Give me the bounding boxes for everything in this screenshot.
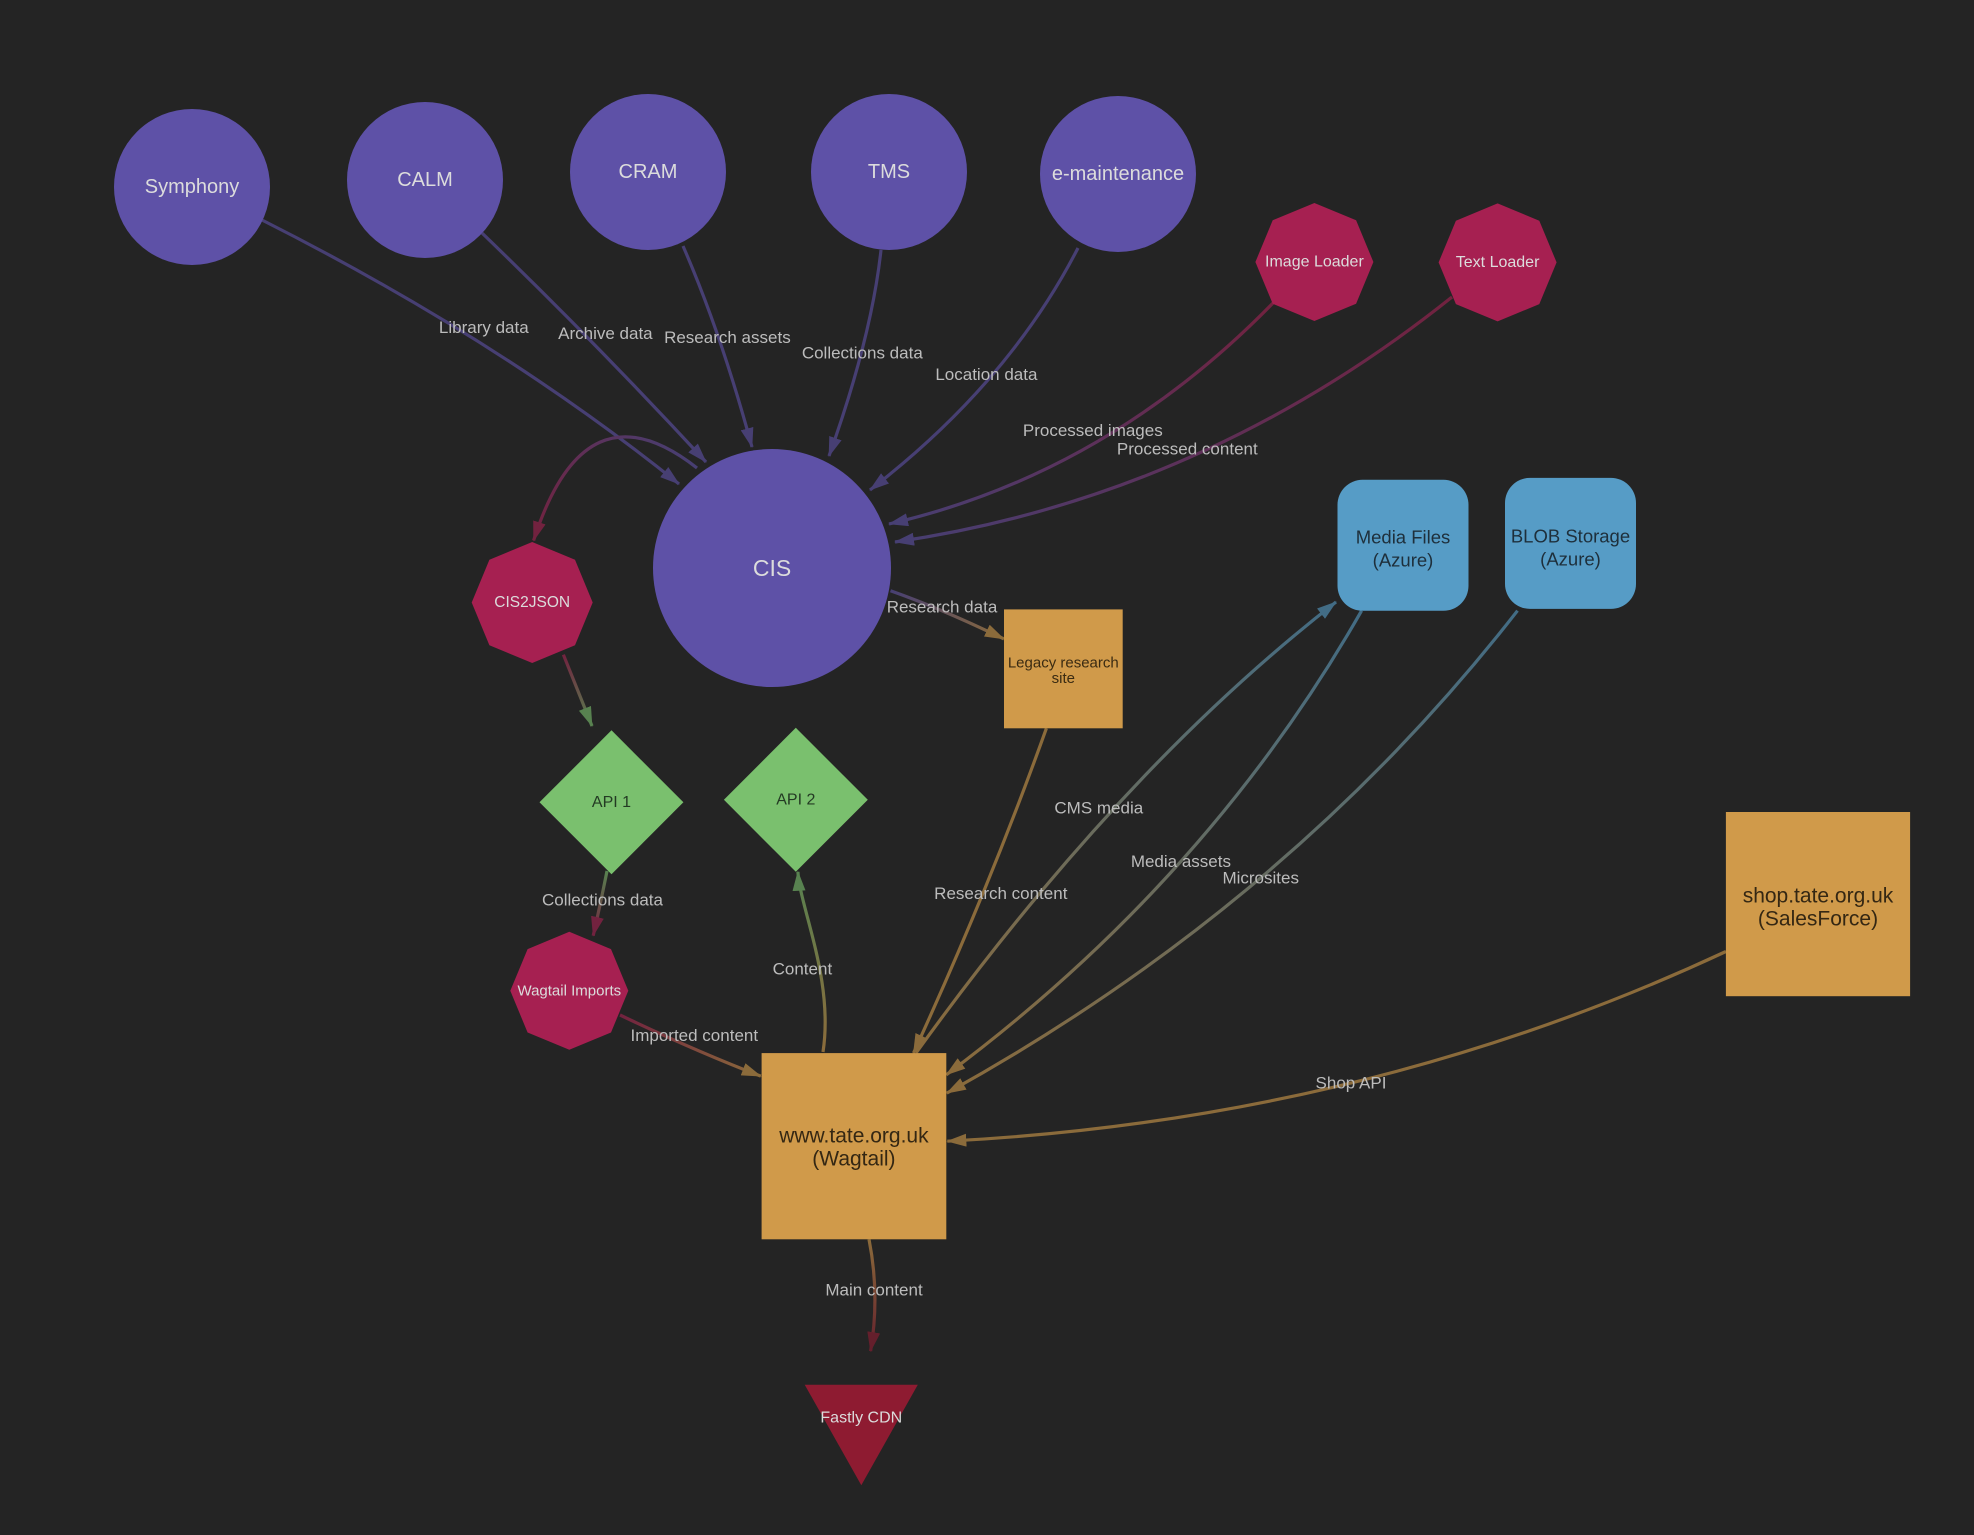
svg-text:Main content: Main content: [825, 1281, 923, 1300]
svg-text:API 2: API 2: [776, 791, 815, 808]
svg-text:TMS: TMS: [868, 161, 910, 183]
svg-text:Processed images: Processed images: [1023, 421, 1163, 440]
svg-text:BLOB Storage: BLOB Storage: [1511, 526, 1630, 547]
svg-text:Library data: Library data: [439, 318, 529, 337]
svg-text:CIS2JSON: CIS2JSON: [494, 594, 570, 611]
svg-text:CIS: CIS: [753, 555, 791, 581]
svg-text:Image Loader: Image Loader: [1265, 254, 1364, 271]
svg-text:Collections data: Collections data: [802, 343, 924, 362]
svg-text:Collections data: Collections data: [542, 891, 664, 910]
svg-text:Wagtail Imports: Wagtail Imports: [517, 983, 621, 1000]
svg-text:Fastly CDN: Fastly CDN: [820, 1410, 902, 1427]
svg-text:(Azure): (Azure): [1540, 549, 1601, 570]
svg-text:Imported content: Imported content: [631, 1026, 759, 1045]
svg-text:Legacy research: Legacy research: [1008, 655, 1119, 672]
svg-text:CMS media: CMS media: [1054, 799, 1143, 818]
svg-text:Symphony: Symphony: [145, 176, 240, 198]
svg-text:www.tate.org.uk: www.tate.org.uk: [778, 1125, 929, 1148]
svg-text:Content: Content: [773, 960, 833, 979]
svg-text:shop.tate.org.uk: shop.tate.org.uk: [1743, 885, 1894, 908]
svg-text:API 1: API 1: [592, 794, 631, 811]
svg-text:(Azure): (Azure): [1373, 550, 1434, 571]
svg-text:CRAM: CRAM: [619, 161, 678, 183]
svg-text:Text Loader: Text Loader: [1456, 254, 1540, 271]
svg-text:(Wagtail): (Wagtail): [812, 1148, 895, 1171]
svg-text:Archive data: Archive data: [558, 324, 653, 343]
svg-text:e-maintenance: e-maintenance: [1052, 163, 1184, 185]
svg-text:site: site: [1052, 670, 1075, 687]
svg-text:Media Files: Media Files: [1356, 527, 1451, 548]
svg-text:Processed content: Processed content: [1117, 439, 1258, 458]
svg-text:Research assets: Research assets: [664, 328, 791, 347]
svg-text:Research data: Research data: [887, 598, 998, 617]
svg-text:Media assets: Media assets: [1131, 852, 1231, 871]
svg-text:(SalesForce): (SalesForce): [1758, 908, 1878, 931]
svg-text:CALM: CALM: [397, 169, 453, 191]
svg-text:Location data: Location data: [935, 365, 1038, 384]
svg-text:Shop API: Shop API: [1316, 1074, 1387, 1093]
svg-text:Microsites: Microsites: [1222, 868, 1299, 887]
svg-text:Research content: Research content: [934, 884, 1068, 903]
